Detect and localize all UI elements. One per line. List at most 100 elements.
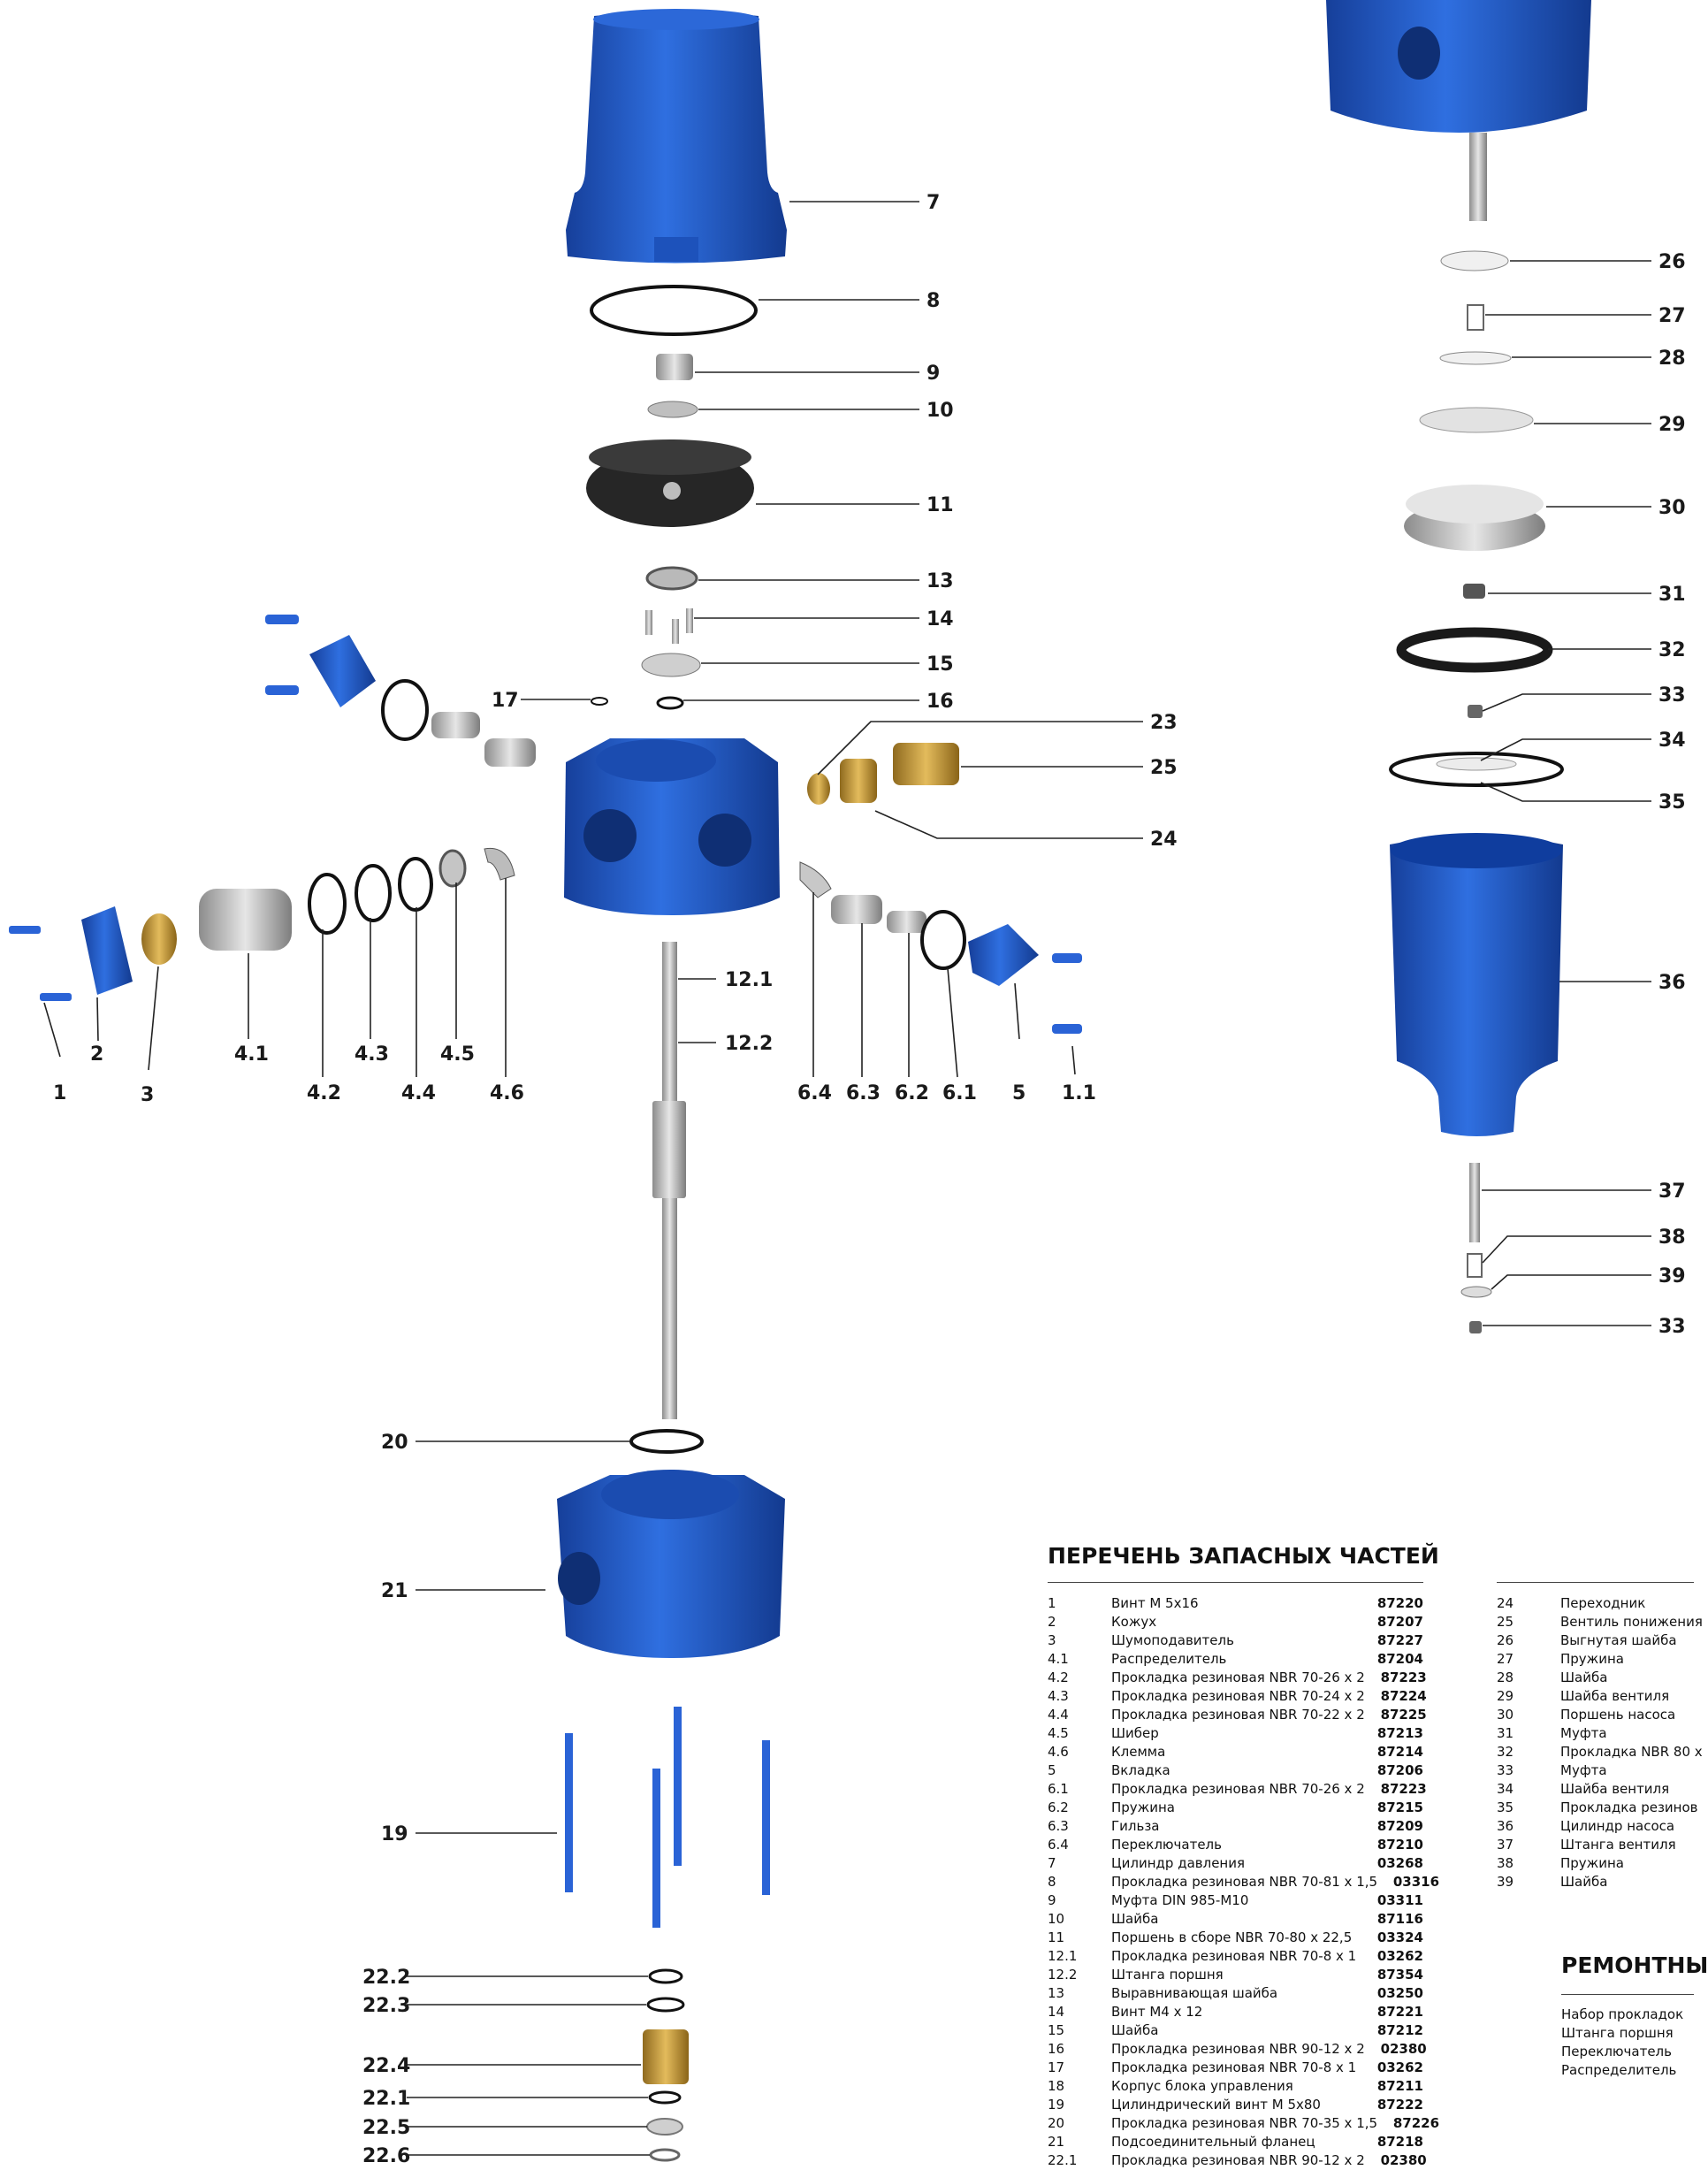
part-name: Винт М 5х16 xyxy=(1111,1595,1199,1611)
part-name: Штанга вентиля xyxy=(1560,1837,1676,1853)
part-number: 6.3 xyxy=(1048,1818,1069,1834)
part-number: 19 xyxy=(1048,2097,1065,2113)
part-code: 87204 xyxy=(1376,1651,1423,1667)
part-7-pressure-cylinder xyxy=(566,9,787,264)
part-number: 32 xyxy=(1497,1744,1514,1760)
part-1-screws xyxy=(9,926,72,1001)
part-number: 7 xyxy=(1048,1855,1056,1871)
part-code: 03316 xyxy=(1392,1874,1440,1890)
part-code: 02380 xyxy=(1380,2152,1427,2168)
part-code: 87207 xyxy=(1376,1614,1423,1630)
part-30-pump-piston xyxy=(1404,485,1545,551)
part-name: Вкладка xyxy=(1111,1762,1170,1778)
callout-label: 4.5 xyxy=(440,1043,475,1066)
part-number: 6.4 xyxy=(1048,1837,1069,1853)
part-number: 5 xyxy=(1048,1762,1056,1778)
part-13-leveling-washer xyxy=(645,566,698,591)
part-code: 87227 xyxy=(1376,1632,1423,1648)
part-number: 20 xyxy=(1048,2115,1065,2131)
part-38-spring xyxy=(1467,1253,1483,1278)
callout-label: 13 xyxy=(926,570,954,592)
part-number: 4.6 xyxy=(1048,1744,1069,1760)
repair-kits-title: РЕМОНТНЫ xyxy=(1561,1952,1708,1978)
part-name: Цилиндрический винт М 5x80 xyxy=(1111,2097,1321,2113)
part-2-cover-left xyxy=(81,906,133,995)
part-31-coupling xyxy=(1463,584,1485,599)
part-11-piston xyxy=(586,439,754,527)
part-code: 87220 xyxy=(1376,1595,1423,1611)
part-23-25-brass-fittings xyxy=(807,743,959,805)
parts-list-row: 6.4 Переключатель 87210 xyxy=(1048,1836,1423,1854)
part-name: Шайба xyxy=(1111,1911,1159,1927)
part-number: 39 xyxy=(1497,1874,1514,1890)
callout-label: 15 xyxy=(926,653,954,676)
part-name: Пружина xyxy=(1560,1855,1624,1871)
part-15-washer xyxy=(641,653,701,677)
part-name: Прокладка резиновая NBR 70-81 x 1,5 xyxy=(1111,1874,1378,1890)
callout-label: 34 xyxy=(1658,730,1686,752)
part-4-6-clamp xyxy=(484,847,515,881)
part-35-gasket xyxy=(1389,752,1564,787)
parts-list-divider-right xyxy=(1497,1582,1694,1583)
callout-label: 7 xyxy=(926,192,940,214)
part-number: 12.2 xyxy=(1048,1967,1078,1983)
part-12-2-piston-rod xyxy=(652,942,686,1419)
part-16-o-ring xyxy=(656,696,684,710)
callout-label: 6.4 xyxy=(797,1082,832,1104)
part-28-washer xyxy=(1439,351,1512,365)
part-code: 87210 xyxy=(1376,1837,1423,1853)
part-number: 33 xyxy=(1497,1762,1514,1778)
part-6-5-right-group xyxy=(799,861,1082,1034)
callout-label: 12.2 xyxy=(725,1033,773,1055)
part-number: 4.3 xyxy=(1048,1688,1069,1704)
part-code: 87226 xyxy=(1392,2115,1440,2131)
part-name: Вентиль понижения xyxy=(1560,1614,1703,1630)
callout-label: 28 xyxy=(1658,348,1686,370)
part-number: 21 xyxy=(1048,2134,1065,2150)
callout-label: 6.1 xyxy=(942,1082,977,1104)
part-name: Поршень в сборе NBR 70-80 x 22,5 xyxy=(1111,1929,1353,1945)
part-name: Переключатель xyxy=(1111,1837,1222,1853)
part-number: 28 xyxy=(1497,1670,1514,1685)
callout-label: 20 xyxy=(381,1432,408,1454)
part-36-pump-cylinder xyxy=(1390,833,1563,1136)
callout-label: 16 xyxy=(926,691,954,713)
callout-label: 26 xyxy=(1658,251,1686,273)
part-code: 03262 xyxy=(1376,1948,1423,1964)
part-37-valve-rod xyxy=(1469,1163,1480,1242)
part-number: 34 xyxy=(1497,1781,1514,1797)
parts-list-divider xyxy=(1048,1582,1423,1583)
part-name: Муфта xyxy=(1560,1725,1607,1741)
callout-label: 19 xyxy=(381,1823,408,1845)
part-name: Клемма xyxy=(1111,1744,1166,1760)
part-number: 22.1 xyxy=(1048,2152,1078,2168)
part-name: Выгнутая шайба xyxy=(1560,1632,1677,1648)
callout-label: 33 xyxy=(1658,684,1686,707)
part-name: Шибер xyxy=(1111,1725,1159,1741)
part-code: 03268 xyxy=(1376,1855,1423,1871)
part-name: Штанга поршня xyxy=(1111,1967,1224,1983)
part-number: 2 xyxy=(1048,1614,1056,1630)
part-number: 24 xyxy=(1497,1595,1514,1611)
callout-label: 27 xyxy=(1658,305,1686,327)
